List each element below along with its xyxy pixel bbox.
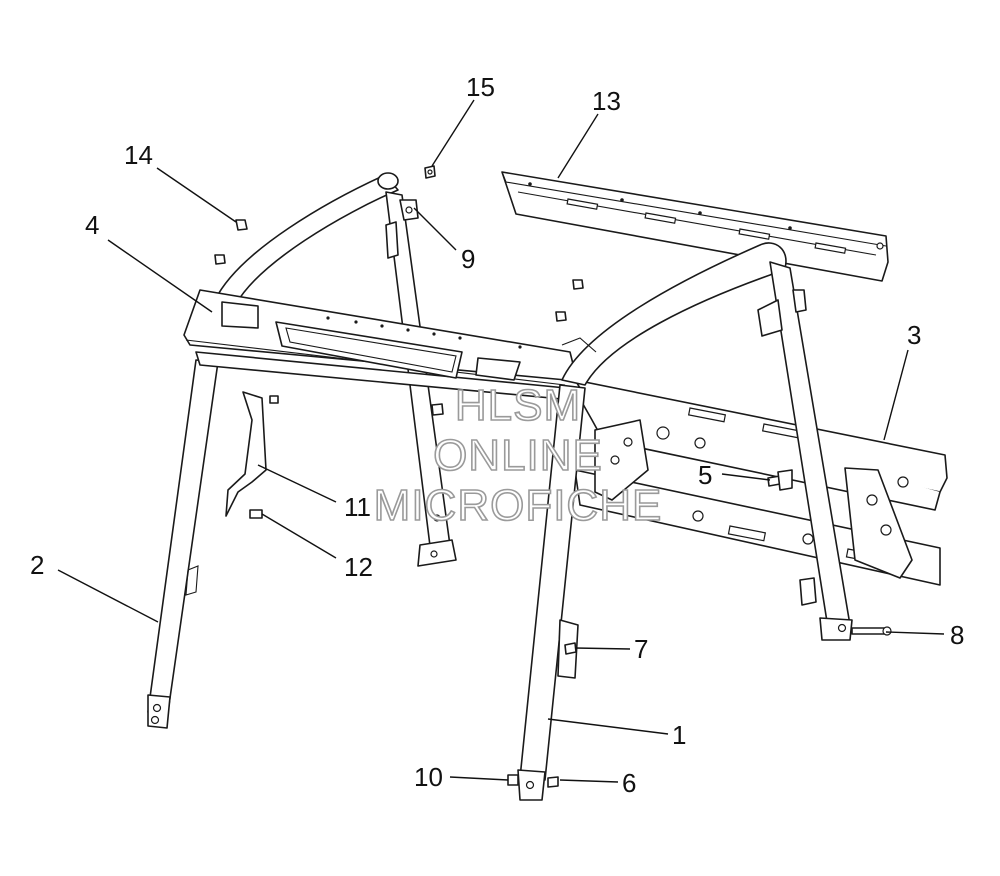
part-14-nut — [235, 219, 248, 231]
part-8-bolt — [851, 626, 892, 636]
part-9-clamp — [399, 199, 419, 221]
part-5-bolt — [767, 469, 793, 491]
callout-9: 9 — [461, 244, 475, 274]
extra-nut-2 — [572, 279, 584, 290]
extra-nut-3 — [555, 311, 567, 322]
part-12-bolt — [249, 509, 263, 519]
part-11-brace — [225, 391, 267, 517]
part-3-rear-crossbar — [574, 379, 948, 586]
part-6-bolt — [547, 776, 559, 788]
callout-10: 10 — [414, 762, 443, 792]
callout-7: 7 — [634, 634, 648, 664]
watermark: HLSM ONLINE MICROFICHE — [373, 380, 663, 531]
callout-6: 6 — [622, 768, 636, 798]
part-7-bolt — [564, 642, 577, 655]
watermark-line-1: HLSM — [455, 381, 581, 430]
callout-14: 14 — [124, 140, 153, 170]
part-10-nut — [507, 774, 519, 786]
watermark-line-3: MICROFICHE — [374, 481, 663, 530]
leader-lines — [57, 99, 945, 783]
callout-8: 8 — [950, 620, 964, 650]
callout-1: 1 — [672, 720, 686, 750]
extra-nut-1 — [214, 254, 226, 265]
callout-15: 15 — [466, 72, 495, 102]
callout-4: 4 — [85, 210, 99, 240]
hardware — [214, 165, 892, 788]
part-1-right-roll-hoop — [517, 242, 853, 801]
callout-5: 5 — [698, 460, 712, 490]
part-4-upper-front-panel — [183, 289, 576, 401]
panel-bolt — [431, 403, 444, 416]
callout-12: 12 — [344, 552, 373, 582]
part-13-rear-panel — [501, 171, 889, 282]
brace-bolt — [269, 395, 279, 404]
callout-13: 13 — [592, 86, 621, 116]
callouts: 1 2 3 4 5 6 7 8 9 10 11 12 13 14 15 — [30, 72, 964, 798]
callout-2: 2 — [30, 550, 44, 580]
callout-11: 11 — [344, 492, 371, 522]
callout-3: 3 — [907, 320, 921, 350]
watermark-line-2: ONLINE — [433, 431, 603, 480]
part-15-bolt — [424, 165, 436, 179]
part-2-left-front-post — [147, 359, 219, 729]
